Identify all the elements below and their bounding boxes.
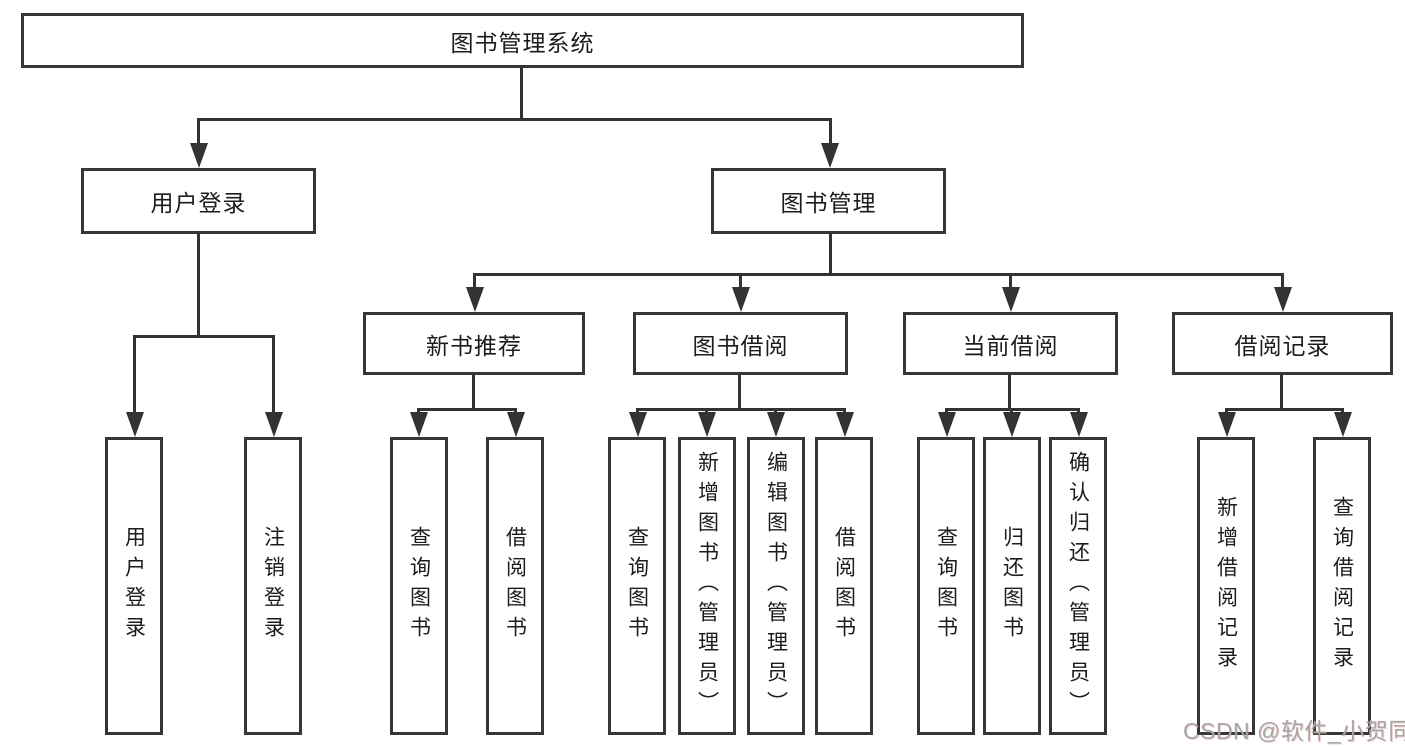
arrow-down-icon [466, 287, 484, 312]
node-label: 图书管理 [780, 190, 877, 216]
leaf-label: 注销登录 [261, 526, 285, 646]
node-label: 当前借阅 [962, 332, 1059, 359]
arrow-down-icon [698, 412, 716, 437]
connector-line [738, 374, 741, 410]
node-library-management-system: 图书管理系统 [21, 13, 1024, 68]
connector-line [133, 337, 136, 413]
connector-line [472, 374, 475, 410]
node-label: 图书管理系统 [450, 29, 595, 56]
leaf-borrow-books: 借阅图书 [815, 437, 873, 735]
arrow-down-icon [1274, 287, 1292, 312]
arrow-down-icon [629, 412, 647, 437]
arrow-down-icon [190, 143, 208, 168]
leaf-query-books-borrowing: 查询图书 [608, 437, 666, 735]
leaf-confirm-return-admin: 确认归还（管理员） [1049, 437, 1107, 735]
leaf-label: 查询图书 [625, 526, 649, 646]
connector-line [1009, 275, 1012, 289]
leaf-label: 新增图书（管理员） [695, 451, 719, 721]
leaf-label: 借阅图书 [503, 526, 527, 646]
arrow-down-icon [1003, 412, 1021, 437]
leaf-borrow-books-recommend: 借阅图书 [486, 437, 544, 735]
connector-line [197, 118, 832, 121]
arrow-down-icon [1218, 412, 1236, 437]
connector-line [1008, 374, 1011, 410]
connector-line [829, 120, 832, 146]
arrow-down-icon [126, 412, 144, 437]
connector-line [636, 408, 846, 411]
connector-line [520, 67, 523, 119]
leaf-label: 编辑图书（管理员） [764, 451, 788, 721]
leaf-label: 查询图书 [407, 526, 431, 646]
leaf-return-books: 归还图书 [983, 437, 1041, 735]
arrow-down-icon [265, 412, 283, 437]
connector-line [197, 120, 200, 146]
node-user-login: 用户登录 [81, 168, 316, 234]
connector-line [1281, 275, 1284, 289]
node-label: 借阅记录 [1234, 332, 1331, 359]
leaf-add-borrow-record: 新增借阅记录 [1197, 437, 1255, 735]
leaf-label: 归还图书 [1000, 526, 1024, 646]
node-book-borrowing: 图书借阅 [633, 312, 848, 375]
leaf-query-books-current: 查询图书 [917, 437, 975, 735]
arrow-down-icon [1002, 287, 1020, 312]
arrow-down-icon [732, 287, 750, 312]
leaf-edit-book-admin: 编辑图书（管理员） [747, 437, 805, 735]
node-label: 新书推荐 [426, 332, 522, 359]
leaf-add-book-admin: 新增图书（管理员） [678, 437, 736, 735]
node-book-management: 图书管理 [711, 168, 946, 234]
leaf-query-books-recommend: 查询图书 [390, 437, 448, 735]
leaf-label: 新增借阅记录 [1214, 496, 1238, 676]
connector-line [133, 335, 275, 338]
arrow-down-icon [410, 412, 428, 437]
connector-line [473, 275, 476, 289]
leaf-user-login: 用户登录 [105, 437, 163, 735]
leaf-label: 查询图书 [934, 526, 958, 646]
leaf-logout: 注销登录 [244, 437, 302, 735]
leaf-label: 借阅图书 [832, 526, 856, 646]
node-borrowing-records: 借阅记录 [1172, 312, 1393, 375]
arrow-down-icon [836, 412, 854, 437]
node-label: 用户登录 [150, 190, 247, 216]
leaf-label: 确认归还（管理员） [1066, 451, 1090, 721]
connector-line [1280, 374, 1283, 410]
arrow-down-icon [507, 412, 525, 437]
leaf-query-borrow-record: 查询借阅记录 [1313, 437, 1371, 735]
arrow-down-icon [1070, 412, 1088, 437]
connector-line [197, 233, 200, 337]
node-current-borrowing: 当前借阅 [903, 312, 1118, 375]
arrow-down-icon [1334, 412, 1352, 437]
connector-line [829, 233, 832, 276]
leaf-label: 查询借阅记录 [1330, 496, 1354, 676]
connector-line [473, 273, 1284, 276]
connector-line [417, 408, 517, 411]
connector-line [272, 337, 275, 413]
arrow-down-icon [821, 143, 839, 168]
leaf-label: 用户登录 [122, 526, 146, 646]
arrow-down-icon [938, 412, 956, 437]
csdn-watermark: CSDN @软件_小贺同学 [1183, 718, 1405, 744]
connector-line [1225, 408, 1344, 411]
node-label: 图书借阅 [692, 332, 789, 359]
node-new-book-recommend: 新书推荐 [363, 312, 585, 375]
arrow-down-icon [767, 412, 785, 437]
connector-line [739, 275, 742, 289]
